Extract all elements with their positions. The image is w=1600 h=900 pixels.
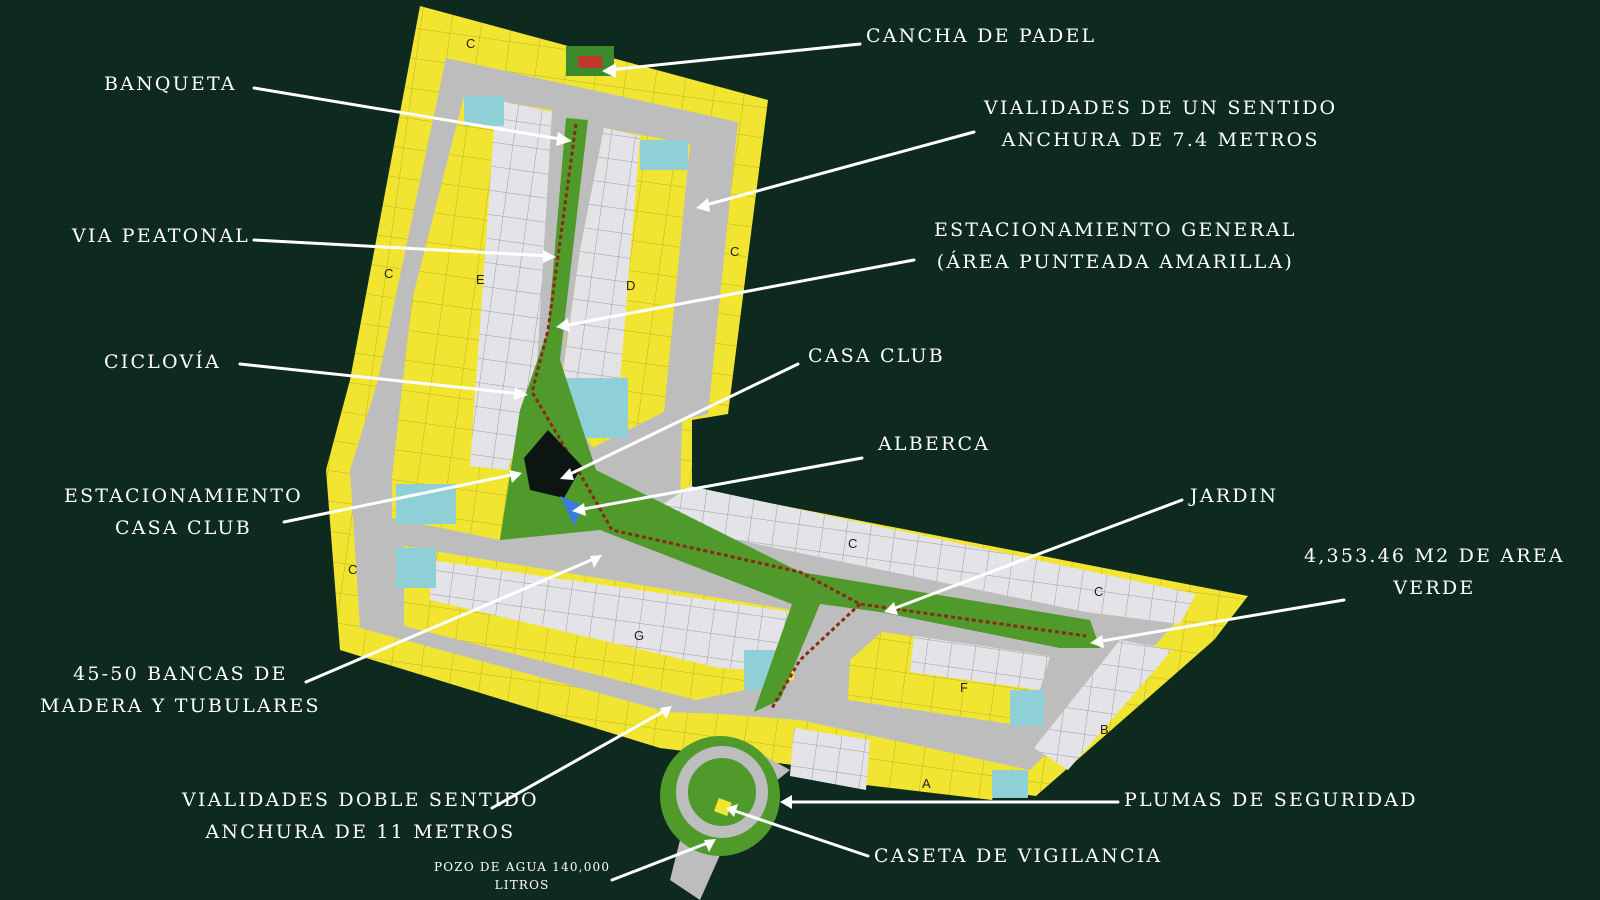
label-area-verde-line1: 4,353.46 M2 DE AREA bbox=[1304, 545, 1565, 567]
block-letter-d: D bbox=[626, 278, 635, 293]
label-estacionamiento-casa-club: ESTACIONAMIENTO CASA CLUB bbox=[64, 480, 303, 544]
label-caseta-vigilancia: CASETA DE VIGILANCIA bbox=[874, 845, 1163, 867]
label-pozo-agua-line2: LITROS bbox=[494, 878, 550, 892]
block-letter-c-top: C bbox=[466, 36, 475, 51]
label-casa-club: CASA CLUB bbox=[808, 345, 945, 367]
arrow-bancas bbox=[304, 556, 598, 684]
block-letter-b: B bbox=[1100, 722, 1109, 737]
label-vialidades-un-sentido-line2: ANCHURA DE 7.4 METROS bbox=[1001, 129, 1320, 151]
arrow-alberca bbox=[576, 456, 864, 512]
arrow-casa-club bbox=[564, 362, 800, 478]
label-pozo-agua: POZO DE AGUA 140,000 LITROS bbox=[434, 858, 610, 894]
label-banqueta: BANQUETA bbox=[104, 73, 237, 95]
label-area-verde: 4,353.46 M2 DE AREA VERDE bbox=[1304, 540, 1565, 604]
label-vialidades-doble-line2: ANCHURA DE 11 METROS bbox=[205, 821, 516, 843]
arrow-caseta bbox=[730, 808, 870, 858]
arrow-estac-general bbox=[560, 258, 916, 328]
label-estacionamiento-casa-club-line2: CASA CLUB bbox=[114, 517, 252, 539]
label-plumas-seguridad: PLUMAS DE SEGURIDAD bbox=[1124, 789, 1418, 811]
label-ciclovia: CICLOVÍA bbox=[104, 351, 221, 373]
label-estacionamiento-general-line2: (ÁREA PUNTEADA AMARILLA) bbox=[936, 251, 1295, 273]
label-alberca: ALBERCA bbox=[878, 433, 991, 455]
arrow-heads bbox=[509, 63, 1104, 852]
casa-club-building bbox=[524, 430, 582, 498]
label-pozo-agua-line1: POZO DE AGUA 140,000 bbox=[434, 860, 611, 874]
arrow-cancha-padel bbox=[606, 42, 862, 72]
label-bancas-line2: MADERA Y TUBULARES bbox=[40, 695, 321, 717]
label-bancas: 45-50 BANCAS DE MADERA Y TUBULARES bbox=[40, 658, 321, 722]
label-vialidades-un-sentido-line1: VIALIDADES DE UN SENTIDO bbox=[984, 97, 1338, 119]
leader-arrows bbox=[238, 42, 1346, 882]
label-estacionamiento-general: ESTACIONAMIENTO GENERAL (ÁREA PUNTEADA A… bbox=[934, 214, 1297, 278]
caseta-vigilancia bbox=[714, 798, 732, 816]
roundabout bbox=[660, 736, 780, 856]
block-letter-a: A bbox=[922, 776, 931, 791]
arrow-via-peatonal bbox=[252, 238, 552, 258]
block-letter-c-east: C bbox=[730, 244, 739, 259]
label-area-verde-line2: VERDE bbox=[1393, 577, 1476, 599]
arrow-jardin bbox=[888, 498, 1184, 612]
label-vialidades-doble-sentido: VIALIDADES DOBLE SENTIDO ANCHURA DE 11 M… bbox=[182, 784, 539, 848]
arrow-vialidades-un-sentido bbox=[700, 130, 976, 208]
label-bancas-line1: 45-50 BANCAS DE bbox=[73, 663, 288, 685]
inner-blocks bbox=[392, 96, 1196, 800]
arrow-area-verde bbox=[1094, 598, 1346, 644]
block-letter-c-west: C bbox=[384, 266, 393, 281]
block-letter-c-southeast: C bbox=[1094, 584, 1103, 599]
arrow-vialidades-doble bbox=[490, 708, 668, 810]
arrow-banqueta bbox=[252, 86, 568, 142]
arrow-ciclovia bbox=[238, 362, 524, 396]
green-corridor bbox=[500, 46, 1100, 712]
label-vialidades-doble-line1: VIALIDADES DOBLE SENTIDO bbox=[182, 789, 539, 811]
label-cancha-padel: CANCHA DE PADEL bbox=[866, 25, 1097, 47]
label-jardin: JARDIN bbox=[1190, 485, 1279, 507]
arrow-estac-casa-club bbox=[282, 472, 518, 524]
block-letter-c-southwest: C bbox=[348, 562, 357, 577]
arrow-pozo bbox=[610, 840, 712, 882]
label-vialidades-un-sentido: VIALIDADES DE UN SENTIDO ANCHURA DE 7.4 … bbox=[984, 92, 1337, 156]
label-estacionamiento-casa-club-line1: ESTACIONAMIENTO bbox=[64, 485, 303, 507]
block-letter-e: E bbox=[476, 272, 485, 287]
block-letter-f: F bbox=[960, 680, 968, 695]
label-via-peatonal: VIA PEATONAL bbox=[72, 225, 250, 247]
block-letter-g: G bbox=[634, 628, 644, 643]
block-letter-c-south-row: C bbox=[848, 536, 857, 551]
block-letters: C C C C C C E D G F B A bbox=[348, 36, 1109, 791]
label-estacionamiento-general-line1: ESTACIONAMIENTO GENERAL bbox=[934, 219, 1297, 241]
